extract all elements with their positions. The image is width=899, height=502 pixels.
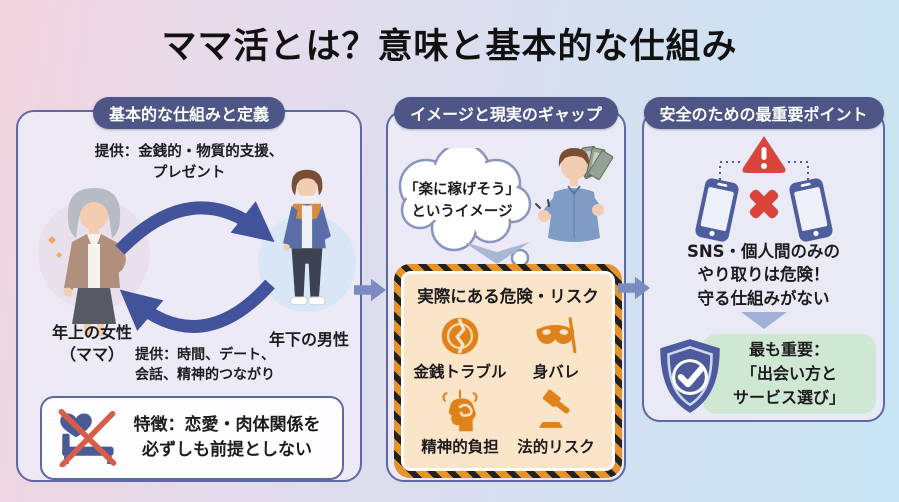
panel-image-vs-reality: イメージと現実のギャップ 「楽に稼げそう」 というイメージ [386,97,626,482]
woman-label: 年上の女性 （ママ） [51,323,132,364]
risk-label: 金銭トラブル [413,363,507,382]
panel-safety-point: 安全のための最重要ポイント SNS [642,97,885,422]
panel-basic-structure: 基本的な仕組みと定義 提供：金銭的・物質的支援、 プレゼント [16,97,362,482]
man-label: 年下の男性 [268,330,349,349]
risk-label: 身バレ [532,363,580,382]
risk-title: 実際にある危険・リスク [417,287,599,306]
flow-arrow-icon [354,278,386,302]
important-text: 最も重要： 「出会い方と サービス選び」 [702,334,876,414]
panel2-header: イメージと現実のギャップ [394,97,618,129]
panel1-header: 基本的な仕組みと定義 [92,97,286,129]
offer-time-text: 提供：時間、デート、 会話、精神的つながり [135,347,275,384]
risk-item: 身バレ [532,314,580,382]
bubble-text: 「楽に稼げそう」 というイメージ [404,182,520,220]
exchange-cycle-arrows-icon [115,201,275,333]
older-woman-illustration [48,188,126,336]
warning-text: SNS・個人間のみの やり取りは危険！ 守る仕組みがない [686,242,841,308]
thought-bubble: 「楽に稼げそう」 というイメージ [390,148,546,286]
risk-label: 精神的負担 [421,437,499,456]
flow-arrow-icon [618,276,650,300]
feature-box: 特徴：恋愛・肉体関係を 必ずしも前提としない [40,396,344,480]
mask-icon [536,317,577,354]
man-with-money-illustration [535,146,614,242]
thought-bubble-icon [398,148,542,281]
risk-item: 金銭トラブル [413,314,507,382]
broken-coin-icon [441,317,479,355]
risk-item: 精神的負担 [421,389,499,457]
mental-stress-icon [442,389,478,432]
phones-cross-warning-icon [694,136,833,242]
page-title: ママ活とは？意味と基本的な仕組み [161,27,738,67]
offer-money-text: 提供：金銭的・物質的支援、 プレゼント [94,144,284,182]
younger-man-illustration [283,169,331,306]
panel3-header: 安全のための最重要ポイント [643,97,884,129]
risk-label: 法的リスク [517,437,595,456]
down-arrow-icon [740,312,787,329]
no-romance-bed-heart-icon [58,408,117,468]
feature-text: 特徴：恋愛・肉体関係を 必ずしも前提としない [133,415,321,460]
risk-item: 法的リスク [517,389,595,457]
risk-box: 実際にある危険・リスク 金銭トラブル [394,264,622,478]
down-arrow-icon [464,242,530,264]
gavel-icon [539,389,570,428]
shield-check-icon [660,339,720,413]
